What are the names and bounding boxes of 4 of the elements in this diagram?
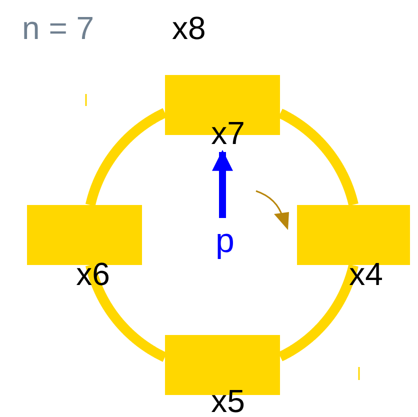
node-label: p [216,224,234,258]
annotation-text: x8 [172,12,206,44]
annotation-text: n = 7 [22,12,94,44]
arrow [212,150,233,218]
